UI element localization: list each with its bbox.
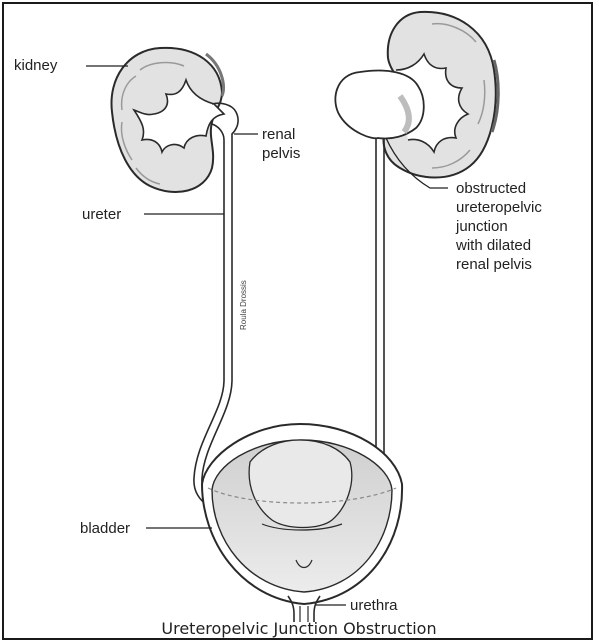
right-ureter — [376, 138, 402, 489]
urethra-label: urethra — [350, 597, 398, 614]
left-kidney — [111, 48, 224, 192]
left-renal-pelvis — [212, 103, 238, 204]
ureter-label: ureter — [82, 206, 121, 223]
diagram-caption: Ureteropelvic Junction Obstruction — [161, 619, 436, 638]
renal-pelvis-label-line1: renal — [262, 126, 295, 143]
obstructed-label-line5: renal pelvis — [456, 256, 532, 273]
bladder — [202, 424, 402, 604]
obstructed-label-line1: obstructed — [456, 180, 526, 197]
artist-signature: Roula Drossis — [239, 280, 248, 330]
dilated-renal-pelvis — [335, 71, 423, 139]
renal-pelvis-label-line2: pelvis — [262, 145, 300, 162]
obstructed-label-line2: ureteropelvic — [456, 199, 542, 216]
obstructed-label-line3: junction — [455, 218, 508, 235]
obstructed-label-line4: with dilated — [455, 237, 531, 254]
kidney-label: kidney — [14, 57, 58, 74]
bladder-label: bladder — [80, 520, 130, 537]
